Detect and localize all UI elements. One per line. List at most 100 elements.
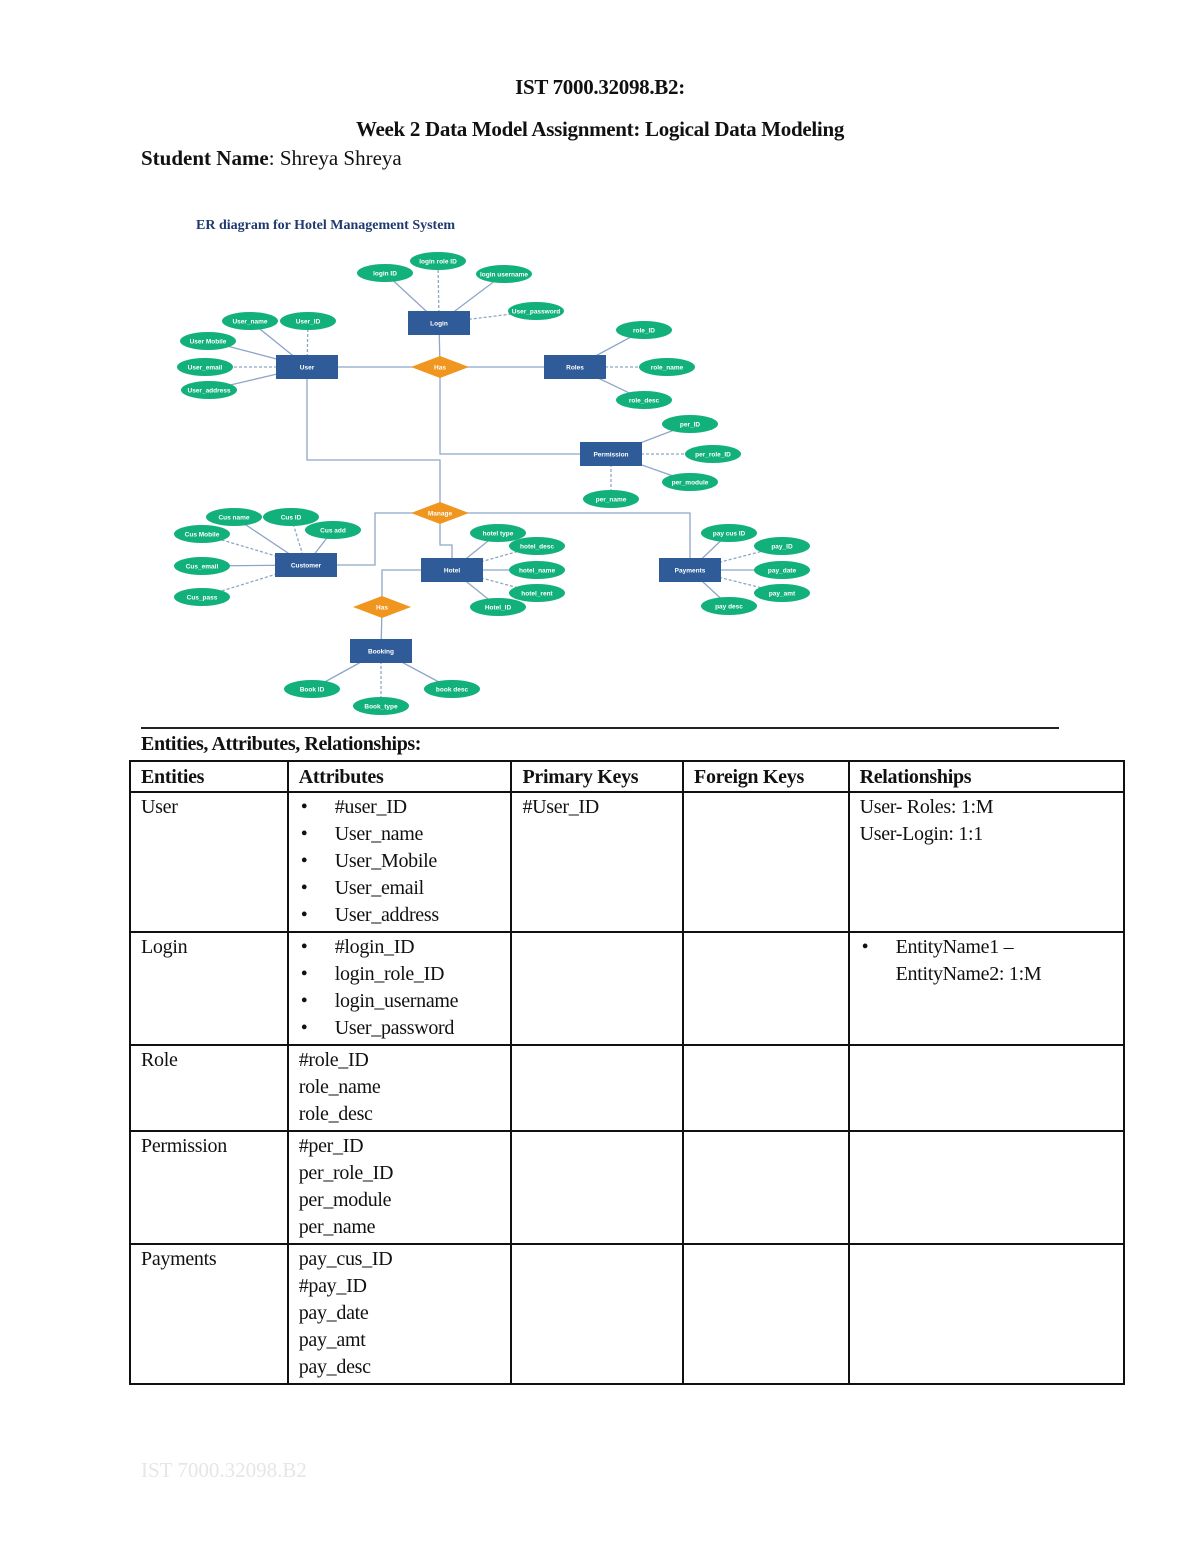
entity-label: Login bbox=[430, 321, 448, 328]
attribute-label: hotel_rent bbox=[521, 591, 553, 598]
attribute-label: hotel_desc bbox=[520, 544, 554, 551]
attribute-label: role_desc bbox=[629, 398, 660, 405]
entity-box bbox=[544, 355, 606, 379]
relationship-label: Has bbox=[434, 365, 446, 372]
attribute-item: User_name bbox=[299, 821, 501, 848]
attribute-item: login_username bbox=[299, 988, 501, 1015]
attribute-label: pay desc bbox=[715, 604, 743, 611]
attribute-label: per_module bbox=[672, 480, 709, 487]
attribute-ellipse bbox=[206, 508, 262, 526]
attribute-item: #login_ID bbox=[299, 934, 501, 961]
relationships-cell bbox=[847, 1044, 1126, 1132]
attribute-item: role_desc bbox=[298, 1103, 373, 1125]
attribute-label: per_name bbox=[596, 497, 627, 504]
attribute-ellipse bbox=[616, 321, 672, 339]
attribute-label: pay_ID bbox=[771, 544, 793, 551]
attribute-ellipse bbox=[181, 381, 237, 399]
relationship-item: User-Login: 1:1 bbox=[859, 823, 984, 845]
header-entities: Entities bbox=[129, 760, 289, 793]
attribute-label: hotel type bbox=[483, 531, 514, 538]
attribute-item: User_email bbox=[299, 875, 501, 902]
relationship-diamond bbox=[411, 356, 469, 378]
attribute-label: Cus_pass bbox=[187, 595, 218, 602]
table-header-row: Entities Attributes Primary Keys Foreign… bbox=[129, 760, 1126, 793]
attribute-item: #per_ID bbox=[298, 1135, 364, 1157]
entity-cell: Login bbox=[129, 931, 289, 1046]
attribute-label: User_ID bbox=[296, 319, 321, 326]
attribute-ellipse bbox=[177, 358, 233, 376]
attribute-ellipse bbox=[476, 265, 532, 283]
foreign-key-cell bbox=[682, 791, 850, 933]
attribute-ellipse bbox=[662, 473, 718, 491]
attribute-ellipse bbox=[470, 524, 526, 542]
relationship-label: Manage bbox=[428, 511, 453, 518]
attribute-label: per_role_ID bbox=[695, 452, 731, 459]
entity-label: Permission bbox=[593, 452, 628, 459]
attribute-ellipse bbox=[685, 445, 741, 463]
entity-label: User bbox=[300, 365, 315, 372]
attribute-label: User_address bbox=[188, 388, 231, 395]
attribute-item: User_Mobile bbox=[299, 848, 501, 875]
attributes-cell: #login_IDlogin_role_IDlogin_usernameUser… bbox=[286, 931, 513, 1046]
header-primary-keys: Primary Keys bbox=[510, 760, 685, 793]
attribute-label: Cus ID bbox=[281, 515, 302, 522]
attribute-label: hotel_name bbox=[519, 568, 556, 575]
attribute-ellipse bbox=[754, 537, 810, 555]
relationship-diamond bbox=[353, 596, 411, 618]
attribute-label: book desc bbox=[436, 687, 469, 694]
relationships-cell bbox=[847, 1243, 1126, 1385]
attribute-ellipse bbox=[174, 588, 230, 606]
document-title: Week 2 Data Model Assignment: Logical Da… bbox=[355, 117, 845, 141]
attribute-label: User_email bbox=[188, 365, 223, 372]
attribute-item: #user_ID bbox=[299, 794, 501, 821]
attribute-item: per_name bbox=[298, 1216, 376, 1238]
header-foreign-keys: Foreign Keys bbox=[682, 760, 850, 793]
attribute-label: per_ID bbox=[680, 422, 701, 429]
attribute-ellipse bbox=[754, 584, 810, 602]
attribute-ellipse bbox=[222, 312, 278, 330]
entity-label: Payments bbox=[675, 568, 706, 575]
attribute-label: User Mobile bbox=[190, 339, 227, 346]
attribute-label: User_name bbox=[232, 319, 267, 326]
attribute-ellipse bbox=[284, 680, 340, 698]
attribute-item: pay_desc bbox=[298, 1356, 371, 1378]
page-footer: IST 7000.32098.B2 bbox=[141, 1458, 307, 1482]
relationship-label: Has bbox=[376, 605, 388, 612]
course-code: IST 7000.32098.B2: bbox=[515, 75, 685, 99]
attribute-item: pay_amt bbox=[298, 1329, 366, 1351]
attribute-item: per_role_ID bbox=[298, 1162, 394, 1184]
header-attributes: Attributes bbox=[286, 760, 513, 793]
attribute-ellipse bbox=[701, 597, 757, 615]
attribute-label: Cus name bbox=[218, 515, 249, 522]
attribute-ellipse bbox=[424, 680, 480, 698]
attribute-ellipse bbox=[508, 302, 564, 320]
attribute-label: Cus Mobile bbox=[185, 532, 220, 539]
entity-box bbox=[659, 558, 721, 582]
attribute-label: role_name bbox=[651, 365, 684, 372]
entity-cell: User bbox=[129, 791, 289, 933]
entity-cell: Permission bbox=[129, 1130, 289, 1245]
entity-box bbox=[275, 553, 337, 577]
entity-box bbox=[421, 558, 483, 582]
relationships-cell: EntityName1 – EntityName2: 1:M bbox=[847, 931, 1126, 1046]
entity-box bbox=[276, 355, 338, 379]
entity-label: Roles bbox=[566, 365, 584, 372]
entity-label: Hotel bbox=[444, 568, 460, 575]
attribute-ellipse bbox=[174, 557, 230, 575]
student-name-value: : Shreya Shreya bbox=[268, 146, 402, 170]
attribute-item: User_address bbox=[299, 902, 501, 929]
foreign-key-cell bbox=[682, 1243, 850, 1385]
attribute-item: #pay_ID bbox=[298, 1275, 367, 1297]
entity-label: Booking bbox=[368, 649, 394, 656]
attribute-item: pay_date bbox=[298, 1302, 369, 1324]
attribute-item: User_password bbox=[299, 1015, 501, 1042]
attribute-ellipse bbox=[662, 415, 718, 433]
header-relationships: Relationships bbox=[847, 760, 1126, 793]
entity-cell: Payments bbox=[129, 1243, 289, 1385]
primary-key-cell bbox=[510, 931, 685, 1046]
